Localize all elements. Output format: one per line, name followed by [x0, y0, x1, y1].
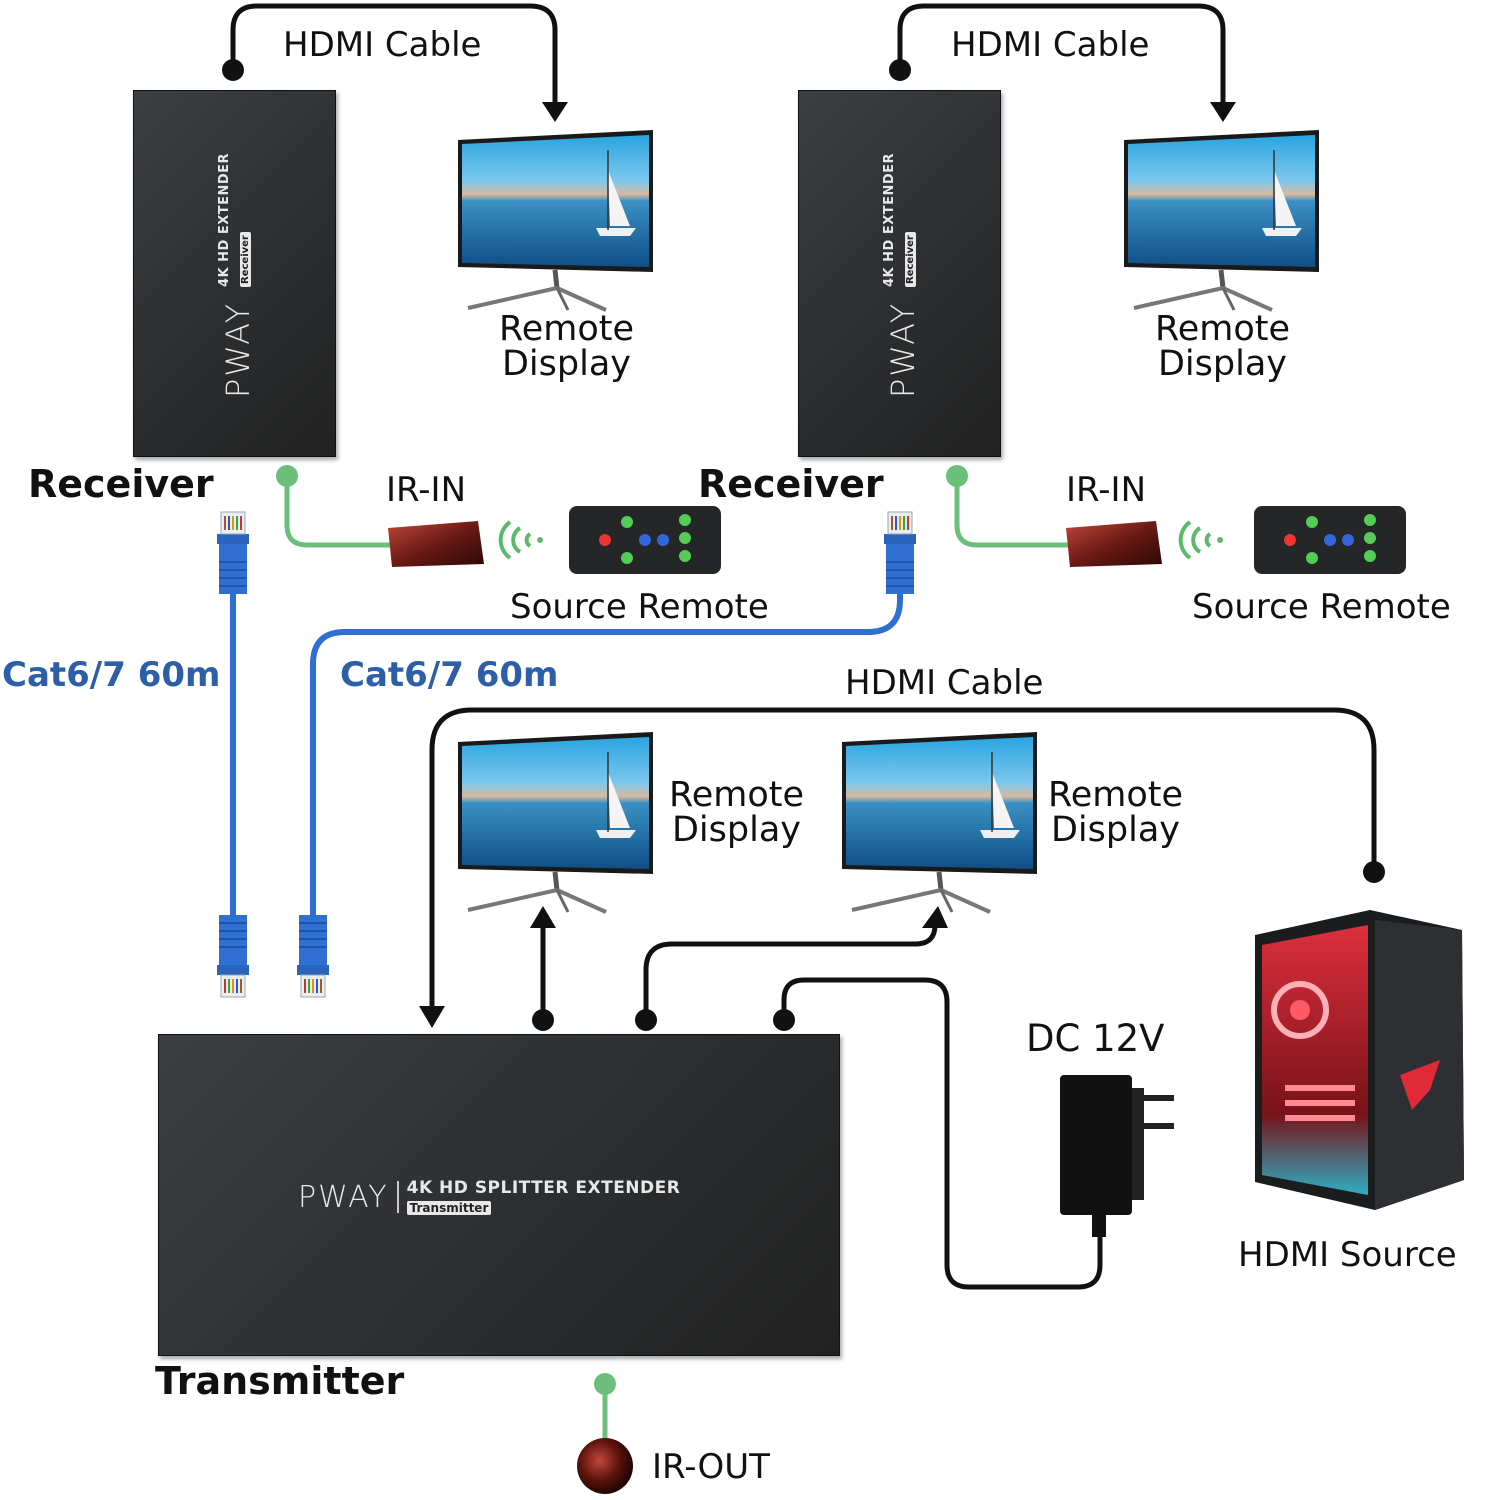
dc-power-label: DC 12V — [1026, 1017, 1165, 1060]
receiver-label: Receiver — [698, 462, 884, 506]
hdmi-cable-line — [230, 3, 558, 110]
ir-line — [954, 476, 1068, 548]
transmitter-box: PWAY 4K HD SPLITTER EXTENDER Transmitter — [158, 1034, 840, 1356]
brand-logo: PWAY — [219, 301, 257, 398]
hdmi-port-dot — [889, 59, 911, 81]
source-remote-label: Source Remote — [510, 587, 769, 627]
hdmi-source-label: HDMI Source — [1238, 1235, 1457, 1275]
role-badge: Receiver — [905, 232, 916, 287]
receiver-box: PWAY 4K HD EXTENDER Receiver — [798, 90, 1001, 457]
hdmi-cable-line — [429, 707, 1377, 1010]
tv-monitor-icon — [458, 732, 653, 912]
pc-tower-icon — [1255, 910, 1464, 1210]
tv-monitor-icon — [1124, 130, 1319, 310]
hdmi-cable-label: HDMI Cable — [283, 25, 482, 65]
hdmi-port-dot — [532, 1009, 554, 1031]
model-text: 4K HD EXTENDER — [217, 152, 232, 287]
ethernet-cable — [310, 565, 903, 920]
rj45-plug-icon — [296, 914, 330, 998]
ir-port-dot — [276, 465, 298, 487]
cable-length-label: Cat6/7 60m — [340, 655, 559, 695]
ir-port-dot — [946, 465, 968, 487]
arrow-head — [542, 102, 568, 122]
arrow-head — [1210, 102, 1236, 122]
ir-in-label: IR-IN — [386, 470, 467, 510]
hdmi-cable-line — [897, 3, 1226, 110]
hdmi-cable-line — [643, 924, 938, 1020]
arrow-head — [922, 906, 948, 928]
hdmi-port-dot — [635, 1009, 657, 1031]
power-port-dot — [773, 1009, 795, 1031]
ir-in-label: IR-IN — [1066, 470, 1147, 510]
hdmi-cable-label: HDMI Cable — [951, 25, 1150, 65]
brand-logo: PWAY — [884, 301, 922, 398]
hdmi-cable-label: HDMI Cable — [845, 663, 1044, 703]
transmitter-label: Transmitter — [155, 1359, 405, 1403]
rj45-plug-icon — [216, 511, 250, 595]
rj45-plug-icon — [216, 914, 250, 998]
ir-receiver-eye-icon — [388, 521, 484, 567]
ir-out-label: IR-OUT — [652, 1447, 770, 1487]
rj45-plug-icon — [883, 511, 917, 595]
ir-signal-icon — [498, 520, 545, 560]
role-badge: Transmitter — [406, 1200, 492, 1215]
arrow-head — [419, 1006, 445, 1028]
hdmi-port-dot — [1363, 861, 1385, 883]
receiver-label: Receiver — [28, 462, 214, 506]
ir-receiver-eye-icon — [1066, 521, 1162, 567]
model-text: 4K HD EXTENDER — [882, 152, 897, 287]
ir-line — [284, 476, 390, 548]
ir-emitter-icon — [577, 1438, 633, 1494]
source-remote-label: Source Remote — [1192, 587, 1451, 627]
tv-monitor-icon — [458, 130, 653, 310]
arrow-head — [530, 906, 556, 928]
ir-signal-icon — [1178, 520, 1225, 560]
tv-monitor-icon — [842, 732, 1037, 912]
hdmi-port-dot — [222, 59, 244, 81]
remote-control-icon — [569, 506, 721, 574]
receiver-box: PWAY 4K HD EXTENDER Receiver — [133, 90, 336, 457]
remote-control-icon — [1254, 506, 1406, 574]
ir-port-dot — [594, 1373, 616, 1395]
power-adapter-icon — [1060, 1075, 1174, 1237]
role-badge: Receiver — [240, 232, 251, 287]
model-text: 4K HD SPLITTER EXTENDER — [406, 1178, 681, 1198]
brand-logo: PWAY — [298, 1179, 389, 1215]
power-cable — [781, 977, 1103, 1290]
cable-length-label: Cat6/7 60m — [2, 655, 221, 695]
